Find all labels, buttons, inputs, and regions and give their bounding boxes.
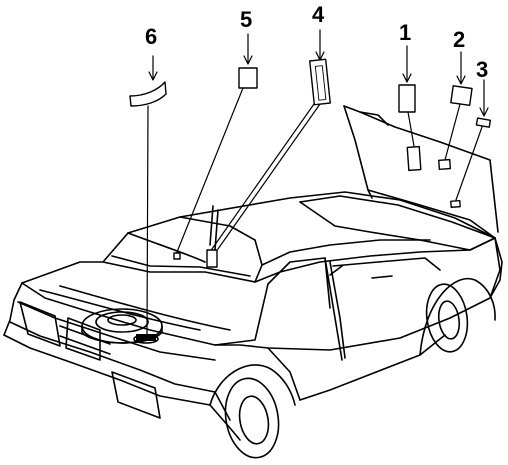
callout-4: 4: [312, 2, 325, 27]
callout-2: 2: [453, 27, 465, 52]
callout-5: 5: [240, 7, 252, 32]
label-6-shape: [129, 81, 167, 107]
air-cleaner-housing: [81, 308, 163, 344]
trunk-lid: [343, 105, 499, 239]
car-body: [3, 191, 503, 459]
label-parts: [129, 58, 492, 341]
label-5-shape: [238, 67, 258, 89]
label-2-shape: [450, 85, 473, 107]
label-4-shape: [309, 58, 331, 106]
label-1-shape: [398, 84, 416, 113]
callouts: 6 5 4 1 2 3: [145, 2, 488, 82]
leader-lines: [146, 29, 489, 336]
callout-1: 1: [399, 20, 411, 45]
callout-3: 3: [476, 57, 488, 82]
label-3-shape: [475, 117, 492, 128]
callout-6: 6: [145, 24, 157, 49]
